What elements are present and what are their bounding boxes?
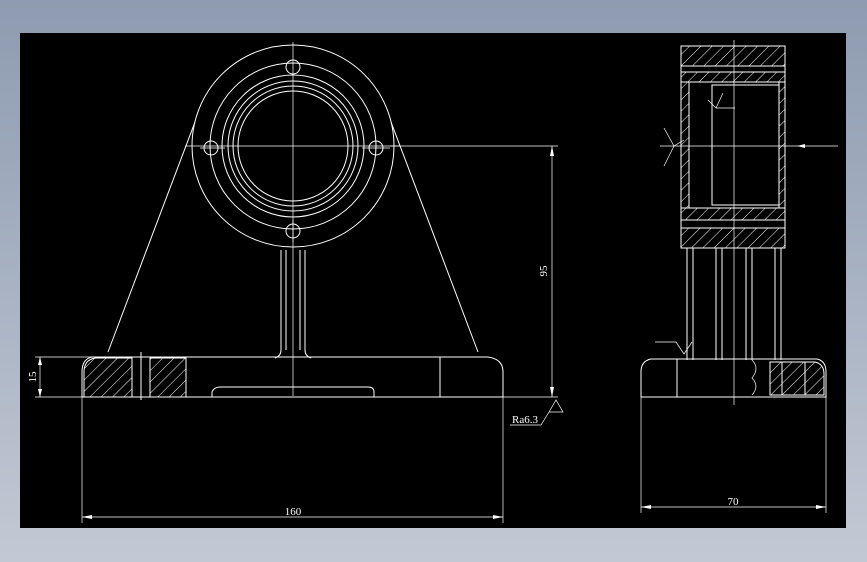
dim-label-15: 15 xyxy=(27,371,39,383)
dim-label-95: 95 xyxy=(538,265,550,277)
side-view xyxy=(640,40,838,405)
dim-label-160: 160 xyxy=(285,506,302,518)
roughness-label: Ra6.3 xyxy=(512,414,538,426)
side-dimensions: 70 xyxy=(640,397,827,513)
rib-right xyxy=(390,121,479,353)
rib-left xyxy=(107,121,196,353)
front-view xyxy=(81,42,504,400)
front-dimensions: 160 95 15 Ra6.3 xyxy=(27,145,564,523)
cad-viewport[interactable] xyxy=(20,33,846,528)
dim-label-70: 70 xyxy=(728,496,740,508)
